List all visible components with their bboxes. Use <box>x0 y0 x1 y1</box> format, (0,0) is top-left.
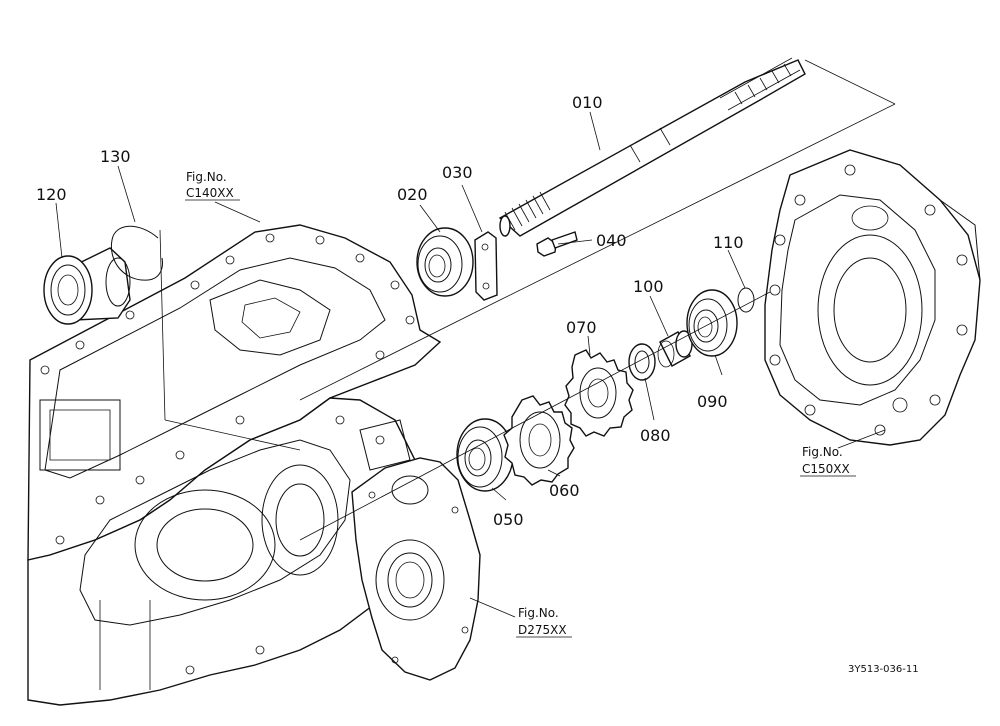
figure-ref-prefix: Fig.No. <box>186 170 227 184</box>
part-label-030: 030 <box>442 163 473 182</box>
figure-ref-c150: Fig.No. C150XX <box>800 445 856 477</box>
helical-gear-060 <box>503 395 575 486</box>
part-label-090: 090 <box>697 392 728 411</box>
spur-gear-070 <box>564 349 634 437</box>
flange-sleeve <box>43 247 131 325</box>
part-label-070: 070 <box>566 318 597 337</box>
figure-ref-c140: Fig.No. C140XX <box>185 170 240 201</box>
figure-ref-code: D275XX <box>518 623 567 637</box>
part-label-120: 120 <box>36 185 67 204</box>
part-label-010: 010 <box>572 93 603 112</box>
bearing-050 <box>456 418 514 492</box>
part-label-060: 060 <box>549 481 580 500</box>
part-label-020: 020 <box>397 185 428 204</box>
circlip-130 <box>110 225 163 281</box>
bushing <box>657 330 693 368</box>
retainer-plate <box>474 231 498 301</box>
part-label-050: 050 <box>493 510 524 529</box>
part-label-100: 100 <box>633 277 664 296</box>
transmission-case-housing <box>27 224 442 706</box>
assembly-center-lines <box>159 59 896 541</box>
figure-ref-prefix: Fig.No. <box>518 606 559 620</box>
bolt <box>536 231 578 257</box>
washer <box>628 343 656 381</box>
part-label-130: 130 <box>100 147 131 166</box>
leader-lines <box>55 111 886 618</box>
figure-ref-code: C140XX <box>186 186 234 200</box>
figure-ref-d275: Fig.No. D275XX <box>516 606 572 638</box>
circlip-110 <box>737 287 755 313</box>
clutch-housing <box>764 149 981 446</box>
figure-ref-prefix: Fig.No. <box>802 445 843 459</box>
part-label-080: 080 <box>640 426 671 445</box>
cover-plate <box>351 457 481 681</box>
part-label-040: 040 <box>596 231 627 250</box>
part-label-110: 110 <box>713 233 744 252</box>
drawing-code: 3Y513-036-11 <box>848 664 919 675</box>
bearing-020 <box>416 227 474 297</box>
figure-ref-code: C150XX <box>802 462 850 476</box>
main-shaft <box>498 57 806 237</box>
